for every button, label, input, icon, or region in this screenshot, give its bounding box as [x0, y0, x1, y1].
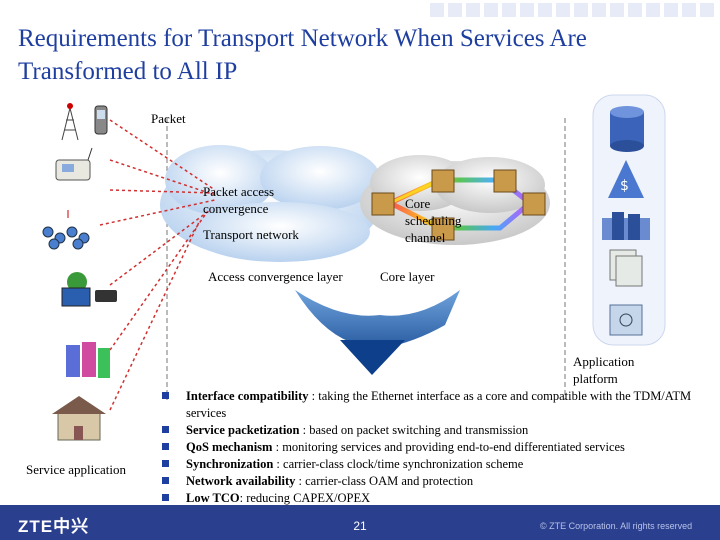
requirements-list: Interface compatibility : taking the Eth… [160, 388, 705, 507]
database-icon [610, 106, 644, 152]
list-item: Service packetization : based on packet … [160, 422, 705, 439]
computer-icon [61, 272, 117, 307]
packet-label: Packet [151, 111, 186, 126]
router-box-icon [609, 304, 643, 336]
tower-icon [61, 103, 79, 141]
list-item: Interface compatibility : taking the Eth… [160, 388, 705, 422]
application-platform-label: Application platform [573, 354, 635, 386]
copyright-text: © ZTE Corporation. All rights reserved [540, 521, 693, 531]
storage-icon [66, 342, 110, 378]
mobile-phone-icon [94, 105, 108, 135]
wireless-mesh-icon [42, 210, 90, 250]
bullet-square-icon [162, 477, 169, 484]
service-application-label: Service application [26, 462, 126, 477]
list-item: QoS mechanism : monitoring services and … [160, 439, 705, 456]
core-layer-label: Core layer [380, 269, 435, 284]
bullet-square-icon [162, 443, 169, 450]
access-layer-label: Access convergence layer [208, 269, 343, 284]
core-scheduling-label: Core scheduling channel [405, 196, 462, 245]
page-number: 21 [353, 519, 367, 533]
bullet-square-icon [162, 494, 169, 501]
desk-phone-icon [55, 147, 93, 181]
svg-text:$: $ [620, 178, 629, 194]
bullet-square-icon [162, 392, 169, 399]
access-cloud [160, 145, 380, 262]
list-item: Synchronization : carrier-class clock/ti… [160, 456, 705, 473]
transport-network-label: Transport network [203, 227, 299, 242]
building-icon [52, 396, 106, 441]
header-watermark [430, 3, 714, 17]
list-item: Network availability : carrier-class OAM… [160, 473, 705, 490]
slide-title: Requirements for Transport Network When … [18, 25, 587, 85]
list-item: Low TCO: reducing CAPEX/OPEX [160, 490, 705, 507]
documents-icon [609, 249, 643, 287]
network-diagram: $ [42, 94, 666, 441]
server-rack-icon [602, 212, 650, 240]
bullet-square-icon [162, 426, 169, 433]
footer-bar [0, 505, 720, 540]
core-nodes [371, 169, 546, 241]
gateway-icon: $ [608, 160, 644, 198]
access-links [99, 119, 216, 411]
convergence-arrow [295, 290, 460, 372]
zte-logo: ZTE中兴 [18, 517, 90, 536]
bullet-square-icon [162, 460, 169, 467]
access-convergence-label: Packet access convergence [203, 184, 275, 216]
